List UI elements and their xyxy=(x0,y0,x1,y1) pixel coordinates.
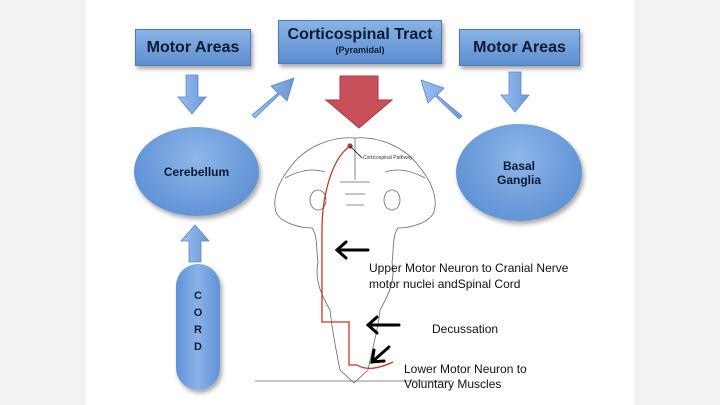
arrow-diagonal-up-right xyxy=(251,77,295,119)
left-margin-band xyxy=(0,0,86,405)
corticospinal-pathway-line xyxy=(321,143,394,370)
pointer-arrow-umn xyxy=(334,240,370,260)
cord-letter-o: O xyxy=(193,307,203,319)
pyramidal-subtitle: (Pyramidal) xyxy=(335,45,385,55)
upper-motor-neuron-line1: Upper Motor Neuron to Cranial Nerve xyxy=(369,261,569,275)
pointer-arrow-lmn xyxy=(370,345,391,364)
basal-label: Basal xyxy=(502,158,535,173)
basal-ganglia-ellipse: Basal Ganglia xyxy=(456,124,582,221)
motor-areas-right-label: Motor Areas xyxy=(473,39,566,56)
cerebellum-ellipse: Cerebellum xyxy=(134,127,259,216)
motor-areas-left-label: Motor Areas xyxy=(146,39,240,56)
lower-motor-neuron-line1: Lower Motor Neuron to xyxy=(404,362,527,376)
upper-motor-neuron-line2: motor nuclei andSpinal Cord xyxy=(369,277,521,291)
motor-areas-left-box: Motor Areas xyxy=(135,29,251,66)
arrow-diagonal-up-left xyxy=(420,79,463,120)
arrow-down-red xyxy=(324,75,394,129)
decussation-label: Decussation xyxy=(432,322,499,336)
cord-letter-r: R xyxy=(194,324,202,336)
right-margin-band xyxy=(634,0,720,405)
cerebellum-label: Cerebellum xyxy=(163,164,230,179)
ganglia-label: Ganglia xyxy=(496,172,541,187)
corticospinal-pathway-label: Corticospinal Pathway xyxy=(363,155,413,161)
arrow-down-left xyxy=(177,74,207,115)
pointer-arrow-decussation xyxy=(365,315,401,335)
motor-areas-right-box: Motor Areas xyxy=(459,29,580,66)
corticospinal-tract-title: Corticospinal Tract xyxy=(287,26,433,43)
brain-outline xyxy=(255,137,452,384)
pathway-pointer xyxy=(349,145,363,159)
cord-letter-c: C xyxy=(194,290,202,302)
pointer-arrows xyxy=(334,240,401,364)
arrow-down-right xyxy=(500,71,530,113)
corticospinal-tract-box: Corticospinal Tract (Pyramidal) xyxy=(278,20,442,64)
arrow-up-cord xyxy=(180,224,210,263)
cord-letter-d: D xyxy=(194,341,202,353)
lower-motor-neuron-line2: Voluntary Muscles xyxy=(404,377,502,391)
cord-capsule: C O R D xyxy=(176,264,220,390)
